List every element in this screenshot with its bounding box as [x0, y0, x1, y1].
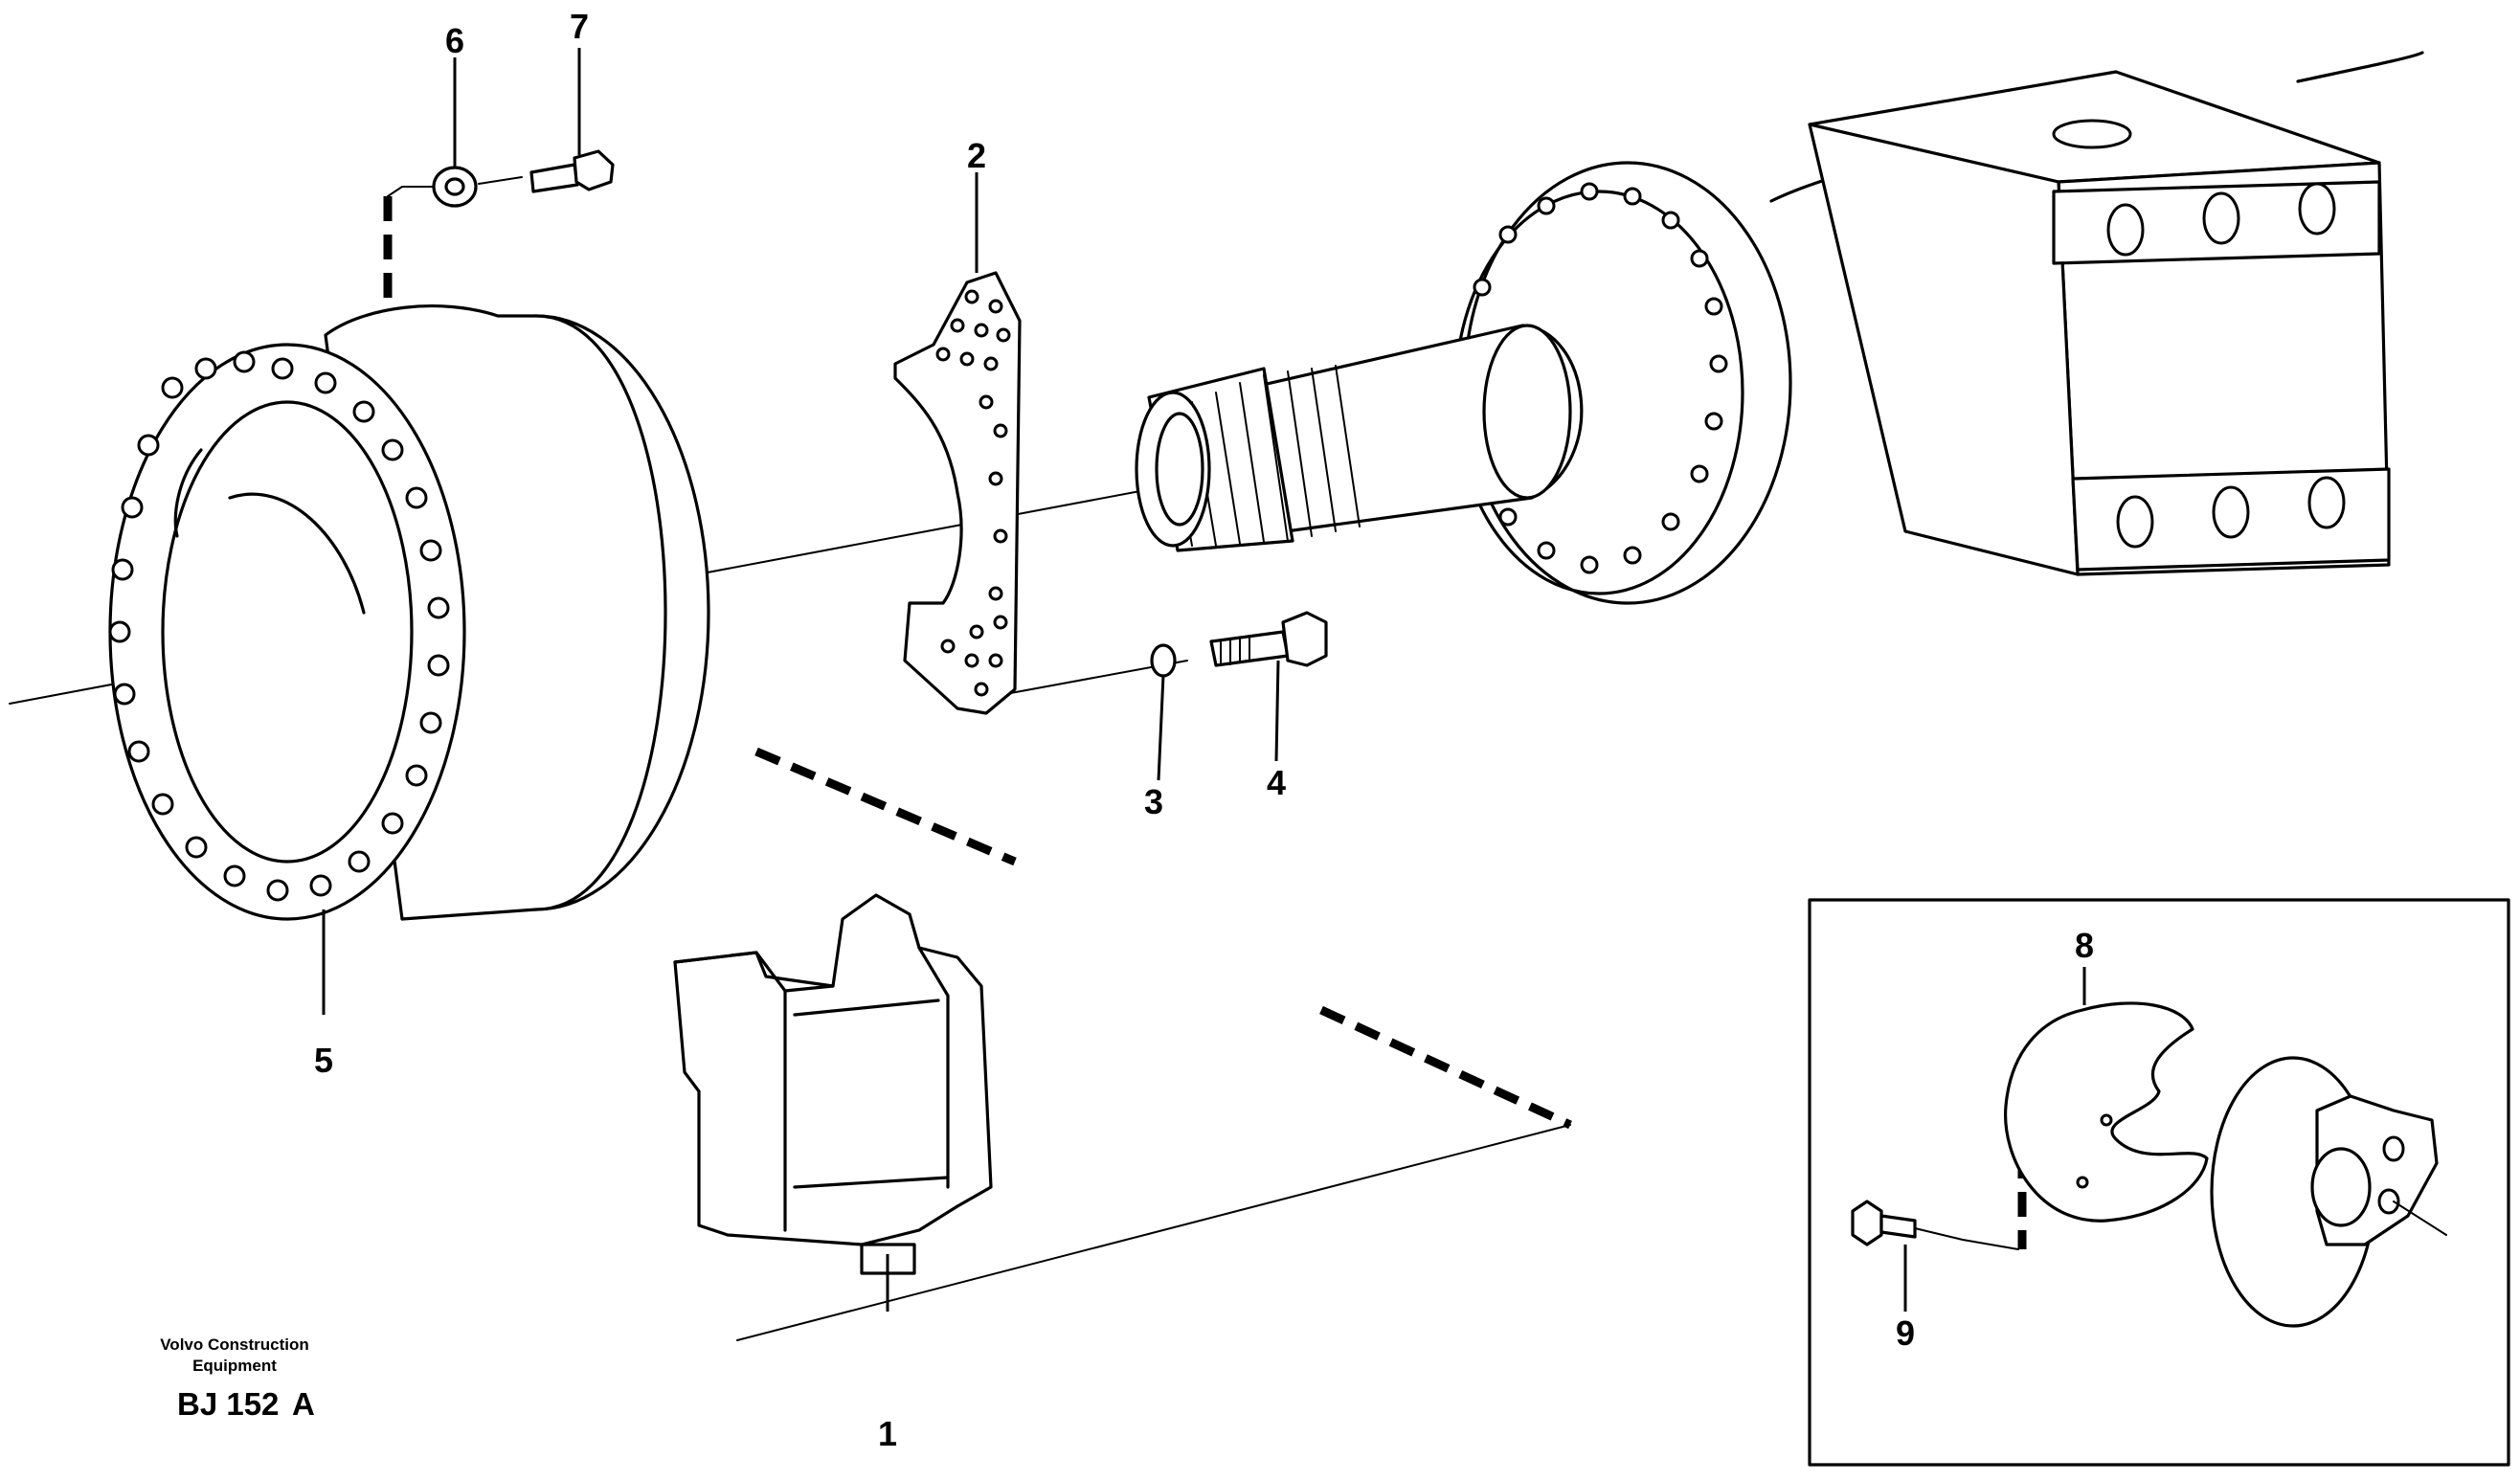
drawing-code: BJ 152	[177, 1386, 279, 1422]
footer: Volvo Construction Equipment BJ 152 A	[160, 1335, 315, 1422]
axle-housing	[1135, 51, 2424, 605]
callout-6: 6	[445, 21, 464, 60]
brand-line-2: Equipment	[192, 1357, 277, 1375]
callout-9: 9	[1896, 1313, 1915, 1353]
washer-and-bolt	[1150, 611, 1328, 678]
washer-and-screw-top	[387, 149, 615, 208]
callout-1: 1	[878, 1414, 897, 1453]
inset-detail	[1808, 898, 2510, 1467]
brand-line-1: Volvo Construction	[160, 1335, 309, 1354]
plate-holes	[935, 289, 1011, 697]
flange-bolt-holes	[1473, 182, 1728, 574]
callout-leaders	[322, 48, 2086, 1312]
bolt-thread	[1220, 636, 1250, 666]
callout-3: 3	[1144, 782, 1163, 821]
mounting-plate	[893, 271, 1022, 715]
callout-2: 2	[967, 136, 986, 175]
brake-disc	[108, 303, 710, 921]
disc-bolt-holes	[108, 350, 450, 902]
callout-7: 7	[570, 7, 589, 46]
brake-caliper	[673, 893, 993, 1275]
callout-4: 4	[1267, 763, 1286, 802]
drawing-revision: A	[292, 1386, 315, 1422]
callout-5: 5	[314, 1041, 333, 1080]
callout-8: 8	[2075, 926, 2094, 965]
callout-labels: 1 2 3 4 5 6 7 8 9	[314, 7, 2094, 1453]
